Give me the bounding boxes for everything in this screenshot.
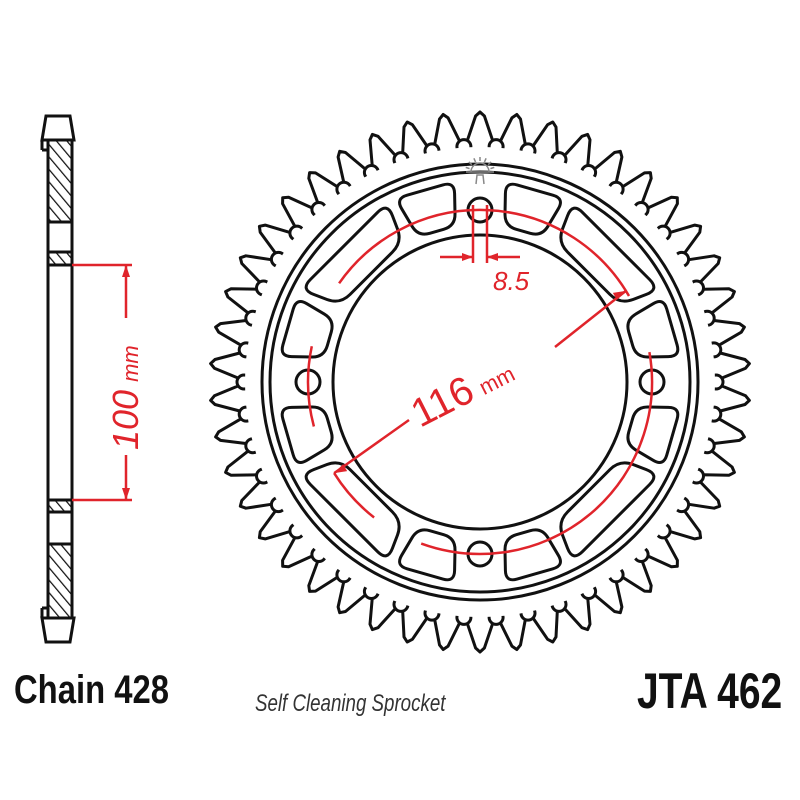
small-lightening-window — [626, 405, 680, 464]
part-number-label: JTA 462 — [636, 663, 782, 719]
bolt-hole-dimension-label: 8.5 — [493, 266, 530, 296]
tooth-root-mask — [245, 147, 715, 617]
outer-ring — [260, 162, 700, 602]
pcd-leader-line — [333, 418, 410, 475]
arrowhead — [462, 253, 473, 261]
sprocket-side-profile — [40, 114, 76, 644]
window-section — [46, 510, 74, 546]
small-lightening-window — [503, 528, 562, 582]
hatched-section — [46, 138, 74, 224]
bore-section — [46, 263, 74, 502]
small-lightening-window — [398, 182, 457, 236]
hatched-section — [46, 542, 74, 620]
arrowhead — [612, 290, 626, 300]
pcd-leader-line — [554, 289, 627, 348]
tooth-profile-bottom — [40, 616, 76, 644]
small-lightening-window — [503, 182, 562, 236]
small-lightening-window — [626, 300, 680, 359]
arrowhead — [487, 253, 498, 261]
product-subtitle: Self Cleaning Sprocket — [255, 690, 446, 717]
hatched-section — [46, 250, 74, 267]
manufacturer-logo-icon — [465, 157, 495, 185]
chain-size-label: Chain 428 — [14, 668, 169, 712]
large-lightening-window — [304, 461, 401, 558]
small-lightening-window — [280, 405, 334, 464]
hub-height-dimension-label: 100mm — [105, 345, 146, 450]
bolt-circle-arc — [420, 351, 654, 556]
bolt-circle-arc — [306, 345, 316, 427]
tooth-profile-top — [40, 114, 76, 142]
large-lightening-window — [559, 461, 656, 558]
arrowhead — [122, 265, 130, 277]
bolt-circle-arc — [333, 472, 375, 519]
window-section — [46, 220, 74, 254]
arrowhead — [122, 488, 130, 500]
arrowhead — [334, 464, 348, 474]
large-lightening-window — [559, 206, 656, 303]
small-lightening-window — [398, 528, 457, 582]
center-bore — [331, 233, 629, 531]
small-lightening-window — [280, 300, 334, 359]
hatched-section — [46, 498, 74, 514]
large-lightening-window — [304, 206, 401, 303]
